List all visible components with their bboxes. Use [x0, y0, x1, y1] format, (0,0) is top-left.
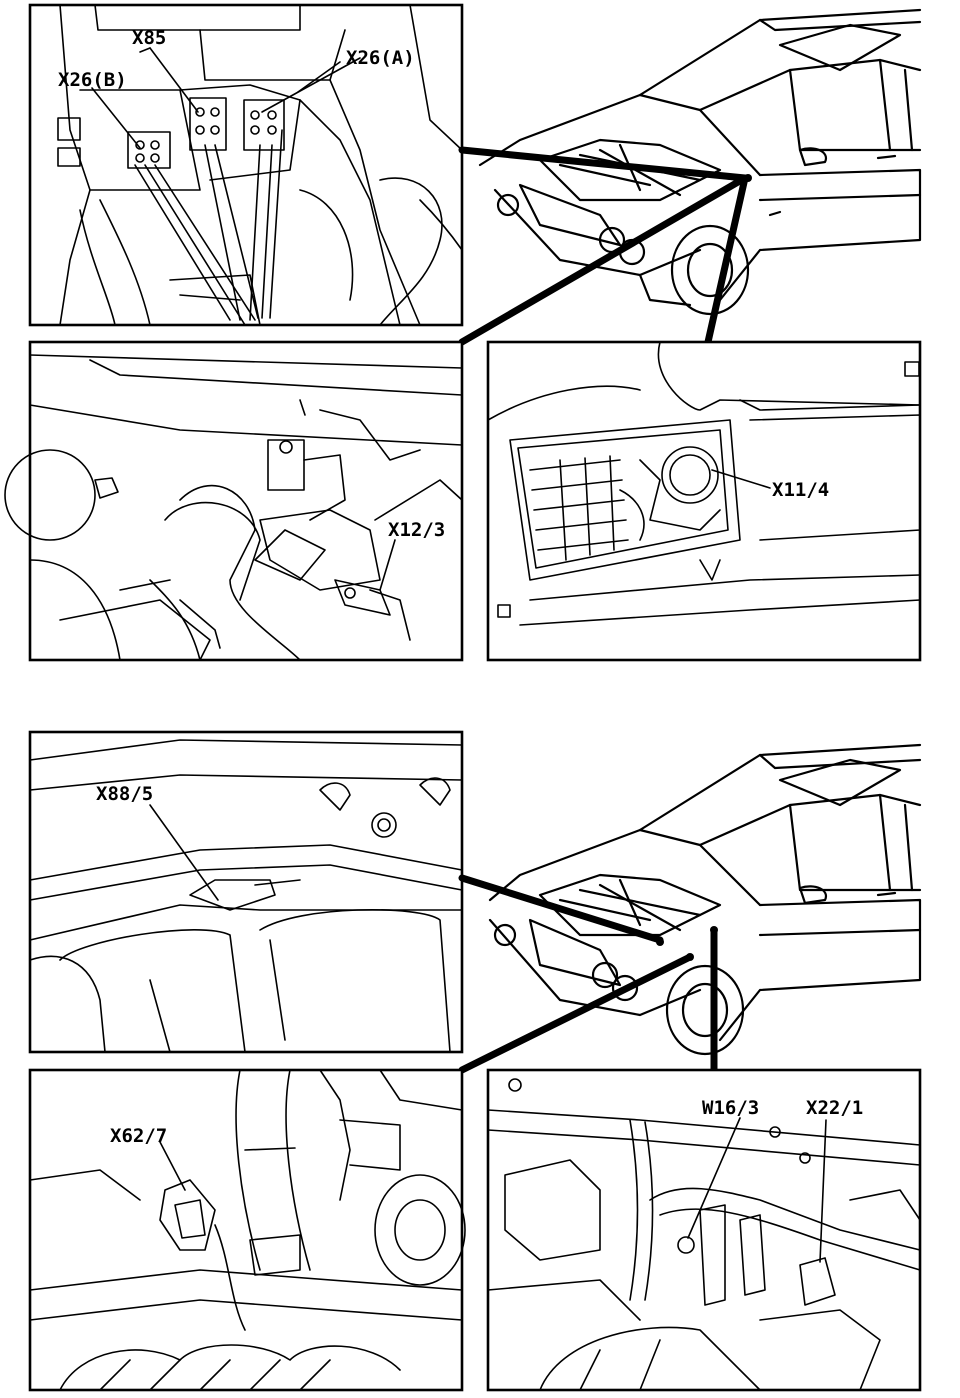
inset-x26-connectors: X85 X26(A) X26(B) — [28, 3, 464, 327]
label-x26b: X26(B) — [58, 69, 127, 91]
label-x62-7: X62/7 — [110, 1125, 167, 1147]
pointer-dot-bottom-c — [710, 926, 718, 934]
label-x11-4: X11/4 — [772, 479, 829, 501]
pointer-lines-top — [458, 146, 749, 346]
inset-x88-5: X88/5 — [28, 730, 464, 1054]
label-w16-3: W16/3 — [702, 1097, 759, 1119]
pointer-lines-bottom — [458, 874, 718, 1074]
label-x12-3: X12/3 — [388, 519, 445, 541]
pointer-dot-top — [744, 174, 752, 182]
vehicle-overview-bottom — [488, 743, 922, 1056]
inset-x12-3: X12/3 — [4, 340, 464, 662]
inset-x11-4: X11/4 — [486, 340, 922, 662]
label-x22-1: X22/1 — [806, 1097, 863, 1119]
label-x26a: X26(A) — [346, 47, 415, 69]
label-x88-5: X88/5 — [96, 783, 153, 805]
inset-x62-7: X62/7 — [28, 1068, 466, 1392]
vehicle-overview-top — [478, 8, 922, 316]
pointer-dot-bottom-a — [656, 938, 664, 946]
pointer-dot-bottom-b — [686, 953, 694, 961]
inset-w16-3-x22-1: W16/3 X22/1 — [486, 1068, 922, 1392]
label-x85: X85 — [132, 27, 166, 49]
